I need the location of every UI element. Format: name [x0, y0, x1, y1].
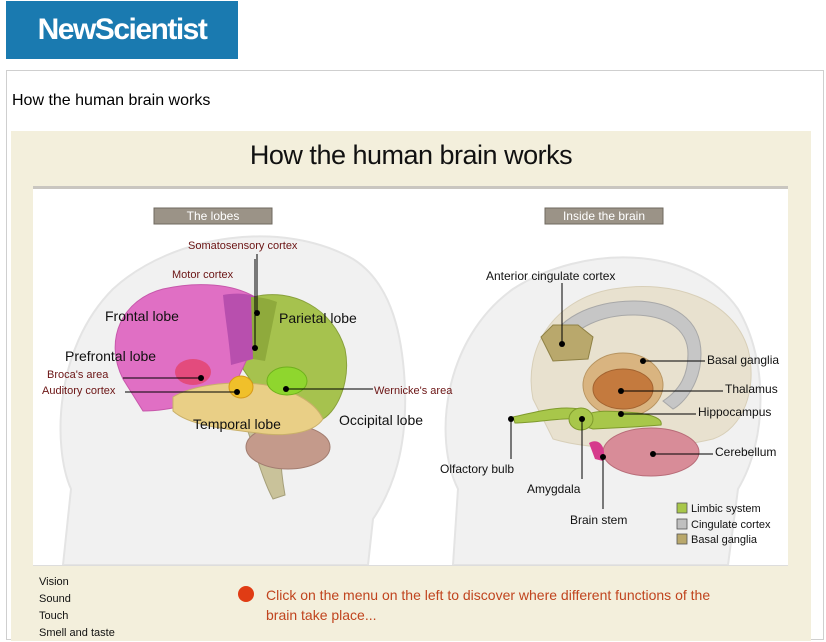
legend-swatch-basal [676, 533, 688, 545]
legend-swatch-cingulate [676, 518, 688, 530]
legend-label-cingulate: Cingulate cortex [691, 519, 771, 531]
menu-item-vision[interactable]: Vision [39, 576, 69, 588]
temporal-lobe [172, 382, 324, 436]
label-parietal: Parietal lobe [279, 310, 357, 326]
logo-text: NewScientist [37, 13, 208, 46]
label-wernicke: Wernicke's area [374, 385, 453, 397]
label-olfactory: Olfactory bulb [440, 462, 514, 476]
info-text: Click on the menu on the left to discove… [266, 587, 711, 623]
brocas-area [175, 359, 211, 385]
legend: Limbic system Cingulate cortex Basal gan… [676, 502, 771, 546]
label-basal-ganglia: Basal ganglia [707, 353, 779, 367]
cereb-dot [650, 451, 656, 457]
bg-dot [640, 358, 646, 364]
tab-the-lobes[interactable] [153, 207, 273, 225]
cingulate-cortex [547, 300, 702, 410]
label-amygdala: Amygdala [527, 482, 581, 496]
menu-item-smell-taste[interactable]: Smell and taste [39, 627, 115, 639]
motor-dot [252, 345, 258, 351]
lobes-brain: Somatosensory cortex Motor cortex Fronta… [42, 240, 453, 500]
label-cerebellum: Cerebellum [715, 445, 776, 459]
broca-dot [198, 375, 204, 381]
auditory-cortex [228, 375, 254, 399]
brain-illustration: The lobes Inside the brain Somatosensory… [42, 207, 779, 566]
menu-item-touch[interactable]: Touch [39, 610, 69, 622]
olf-dot [508, 416, 514, 422]
label-motor: Motor cortex [172, 269, 234, 281]
graphic-stage: The lobes Inside the brain Somatosensory… [33, 186, 788, 566]
legend-label-limbic: Limbic system [691, 503, 761, 515]
tab-inside-the-brain[interactable] [544, 207, 664, 225]
function-menu: Vision Sound Touch Smell and taste [39, 574, 115, 642]
label-occipital: Occipital lobe [339, 412, 423, 428]
label-prefrontal: Prefrontal lobe [65, 348, 156, 364]
auditory-dot [234, 389, 240, 395]
bullet-dot-icon [238, 586, 254, 602]
stem-dot [600, 454, 606, 460]
amyg-dot [579, 416, 585, 422]
label-temporal: Temporal lobe [193, 416, 281, 432]
label-anterior-cingulate: Anterior cingulate cortex [486, 269, 615, 283]
anterior-cingulate-area [540, 324, 594, 362]
thal-dot [618, 388, 624, 394]
label-broca: Broca's area [47, 369, 109, 381]
tab-inside-the-brain-label: Inside the brain [563, 209, 645, 223]
wernickes-area [266, 366, 308, 396]
page-heading: How the human brain works [12, 92, 211, 109]
somato-dot [254, 310, 260, 316]
inside-brain: Anterior cingulate cortex Basal ganglia … [440, 269, 779, 527]
ac-dot [559, 341, 565, 347]
label-auditory: Auditory cortex [42, 385, 116, 397]
motor-cortex-region [223, 293, 257, 365]
label-brain-stem: Brain stem [570, 513, 627, 527]
legend-label-basal: Basal ganglia [691, 534, 758, 546]
label-frontal: Frontal lobe [105, 308, 179, 324]
tab-the-lobes-label: The lobes [187, 209, 240, 223]
label-somatosensory: Somatosensory cortex [188, 240, 298, 252]
newscientist-logo[interactable]: NewScientist [6, 1, 238, 59]
hippo-dot [618, 411, 624, 417]
legend-swatch-limbic [676, 502, 688, 514]
info-message: Click on the menu on the left to discove… [238, 585, 716, 625]
menu-item-sound[interactable]: Sound [39, 593, 71, 605]
label-hippocampus: Hippocampus [698, 405, 771, 419]
graphic-title: How the human brain works [249, 140, 573, 170]
wernicke-dot [283, 386, 289, 392]
label-thalamus: Thalamus [725, 382, 778, 396]
